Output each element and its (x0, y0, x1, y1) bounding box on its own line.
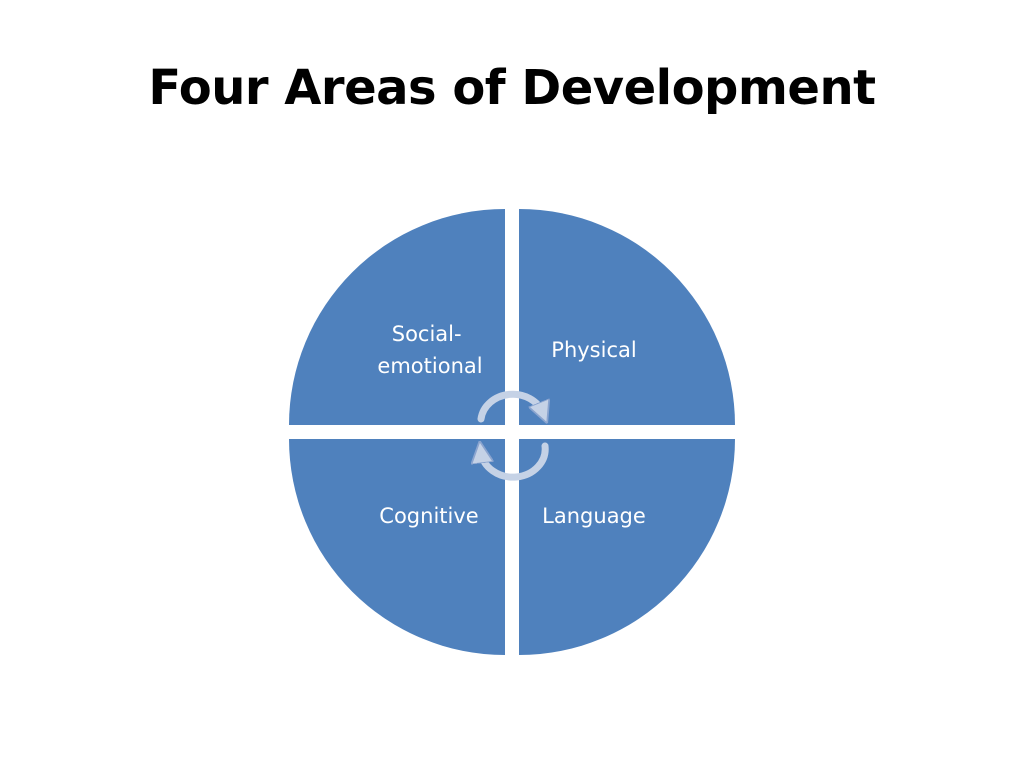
quadrant-language (519, 439, 735, 655)
quadrant-label-social-emotional: Social- emotional (377, 322, 482, 378)
quadrant-label-language: Language (542, 504, 646, 528)
quadrant-physical (519, 209, 735, 425)
cycle-arrow-bottom-icon (481, 446, 549, 481)
cycle-arrow-top-icon (477, 390, 543, 419)
quadrant-label-physical: Physical (551, 338, 636, 362)
quadrant-label-cognitive: Cognitive (379, 504, 478, 528)
quadrant-cognitive (289, 439, 505, 655)
quadrant-social-emotional (289, 209, 505, 425)
cycle-arrows-icon (477, 390, 549, 481)
slide-title: Four Areas of Development (148, 60, 876, 116)
